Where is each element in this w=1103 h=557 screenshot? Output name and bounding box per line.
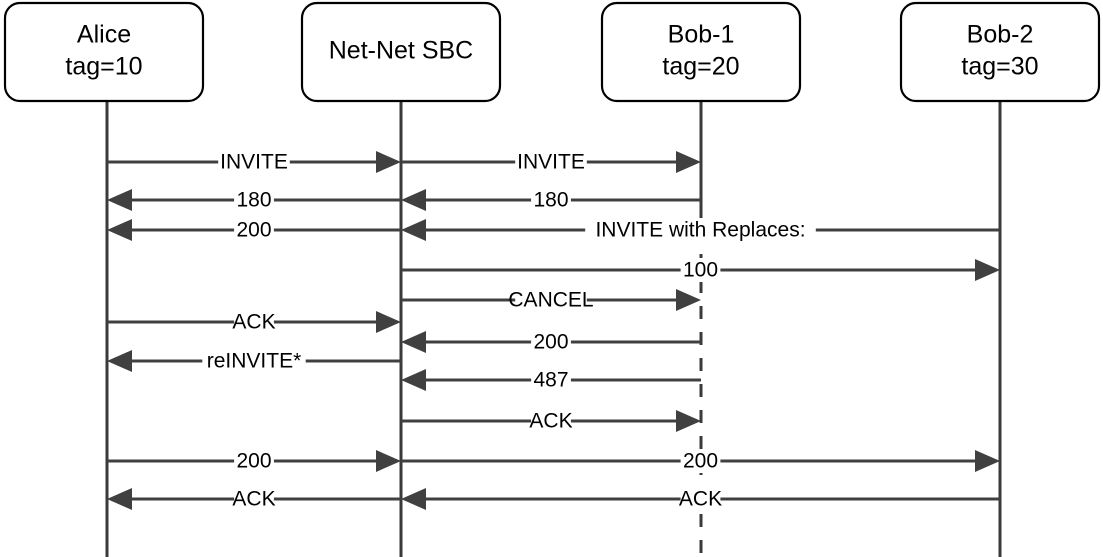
- message-label-m16: ACK: [232, 488, 275, 511]
- message-m8-cancel[interactable]: CANCEL: [401, 288, 701, 312]
- actor-box-sbc[interactable]: Net-Net SBC: [300, 1, 502, 103]
- message-label-m14: 200: [236, 450, 271, 473]
- message-label-m9: ACK: [232, 311, 275, 334]
- message-m14-200[interactable]: 200: [107, 449, 401, 473]
- message-m2-invite[interactable]: INVITE: [401, 150, 701, 174]
- actor-label-alice-line1: tag=10: [65, 53, 142, 81]
- message-label-m4: 180: [533, 189, 568, 212]
- message-m15-200[interactable]: 200: [401, 449, 1000, 473]
- message-label-m11: reINVITE*: [207, 350, 302, 373]
- message-m12-487[interactable]: 487: [401, 368, 701, 392]
- message-m7-100[interactable]: 100: [401, 258, 1000, 282]
- message-m5-200[interactable]: 200: [107, 218, 401, 242]
- actor-label-alice-line0: Alice: [77, 21, 131, 49]
- message-m17-ack[interactable]: ACK: [401, 487, 1000, 511]
- message-label-m17: ACK: [679, 488, 722, 511]
- message-label-m15: 200: [683, 450, 718, 473]
- message-m3-180[interactable]: 180: [107, 188, 401, 212]
- message-label-m12: 487: [533, 369, 568, 392]
- message-m9-ack[interactable]: ACK: [107, 310, 401, 334]
- message-label-m1: INVITE: [220, 151, 288, 174]
- actor-label-bob1-line1: tag=20: [662, 53, 739, 81]
- message-label-m10: 200: [533, 331, 568, 354]
- message-m1-invite[interactable]: INVITE: [107, 150, 401, 174]
- message-m10-200[interactable]: 200: [401, 330, 701, 354]
- actor-box-bob1[interactable]: Bob-1 tag=20: [600, 1, 802, 103]
- message-m6-invite-with-replaces[interactable]: INVITE with Replaces:: [401, 218, 1000, 242]
- messages-layer: INVITE INVITE 180 180 200 INVITE with Replace…: [107, 150, 1000, 511]
- message-label-m13: ACK: [529, 410, 572, 433]
- message-label-m2: INVITE: [517, 151, 585, 174]
- actor-label-bob2-line0: Bob-2: [967, 21, 1034, 49]
- actor-label-sbc-line0: Net-Net SBC: [329, 37, 473, 65]
- actor-box-alice[interactable]: Alice tag=10: [3, 1, 205, 103]
- actor-label-bob1-line0: Bob-1: [668, 21, 735, 49]
- message-label-m6: INVITE with Replaces:: [595, 219, 805, 242]
- message-label-m3: 180: [236, 189, 271, 212]
- actor-box-bob2[interactable]: Bob-2 tag=30: [899, 1, 1101, 103]
- actor-label-bob2-line1: tag=30: [961, 53, 1038, 81]
- lifelines-layer: [105, 101, 1002, 557]
- message-label-m5: 200: [236, 219, 271, 242]
- message-label-m8: CANCEL: [508, 289, 593, 312]
- actor-boxes-layer: Alice tag=10 Net-Net SBC Bob-1 tag=20 Bob-2 ta…: [3, 1, 1101, 103]
- message-m4-180[interactable]: 180: [401, 188, 701, 212]
- message-m11-reinvite[interactable]: reINVITE*: [107, 349, 401, 373]
- message-label-m7: 100: [683, 259, 718, 282]
- message-m16-ack[interactable]: ACK: [107, 487, 401, 511]
- message-m13-ack[interactable]: ACK: [401, 409, 701, 433]
